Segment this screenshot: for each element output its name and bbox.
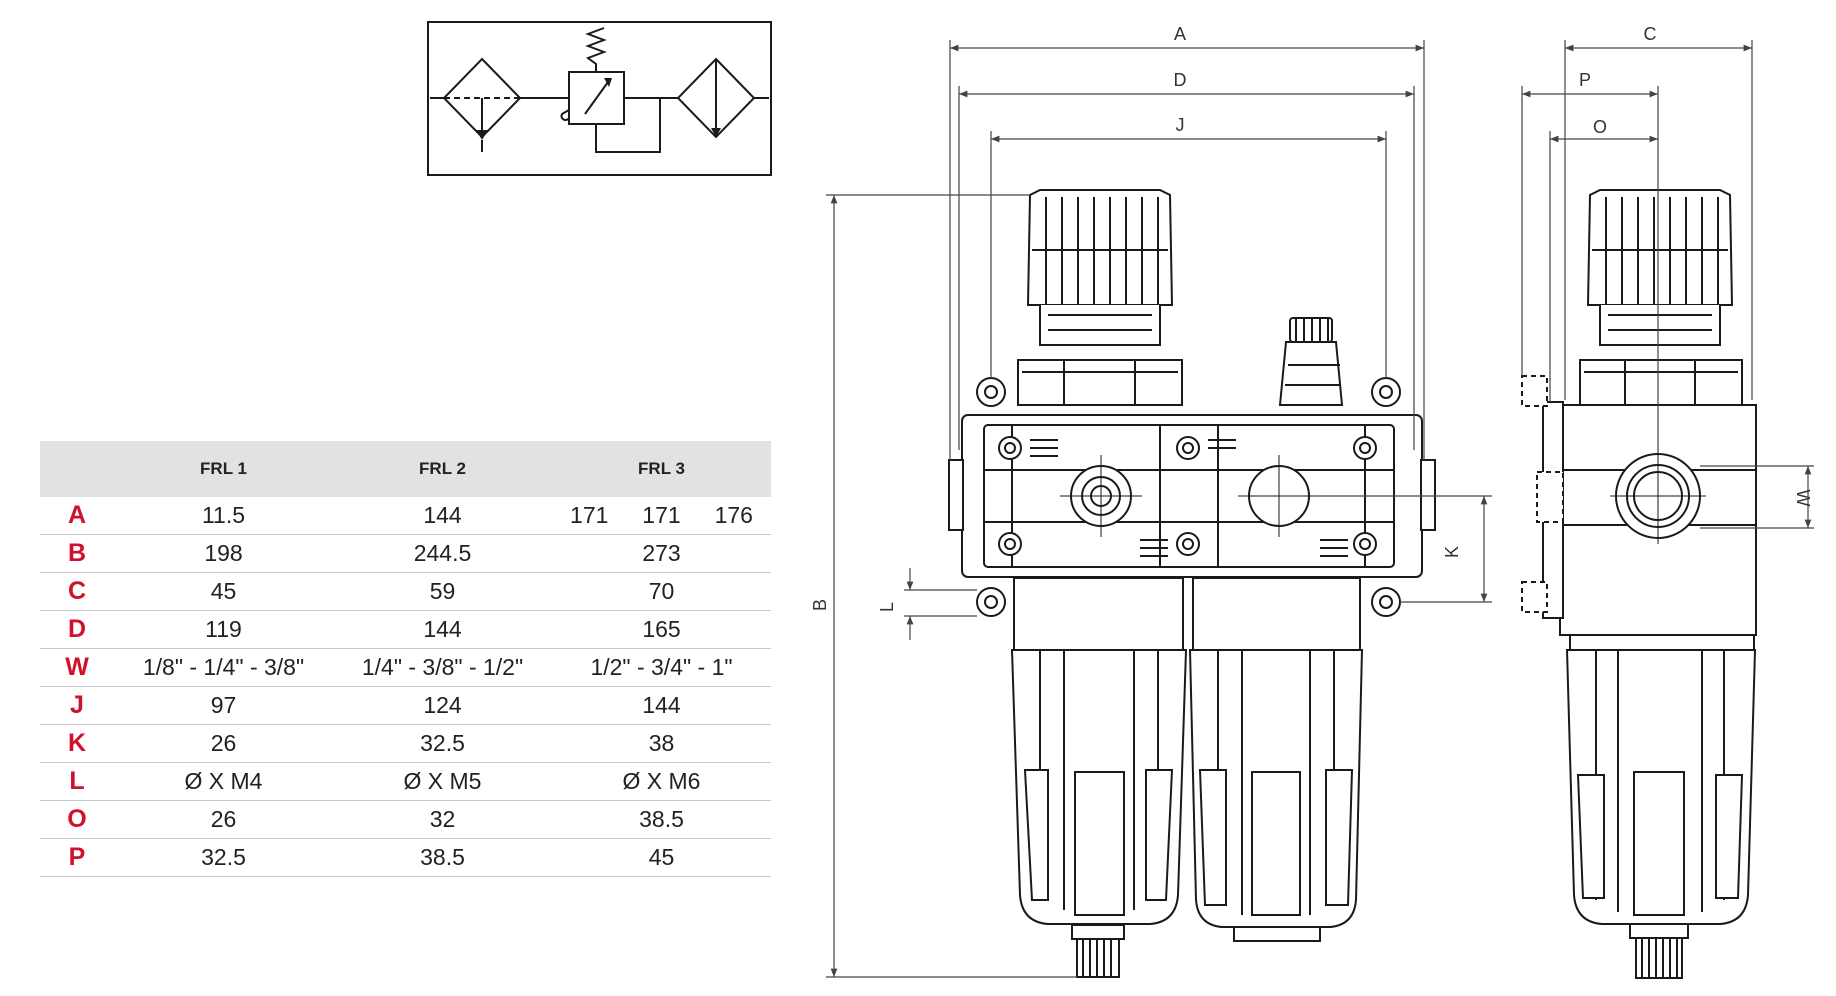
row-key: K	[40, 724, 114, 763]
cell-frl2: 32	[333, 800, 552, 839]
cell-frl2: Ø X M5	[333, 762, 552, 801]
cell-frl1: 32.5	[114, 838, 333, 877]
cell-frl3: 1/2" - 3/4" - 1"	[552, 648, 771, 687]
row-key: P	[40, 838, 114, 877]
cell-frl3: Ø X M6	[552, 762, 771, 801]
mount-hole-icon	[976, 377, 1006, 407]
lubricator-dome-icon	[1278, 317, 1344, 406]
filter-symbol-icon	[442, 57, 522, 152]
label-o: O	[1593, 117, 1607, 137]
cell-frl1: 26	[114, 800, 333, 839]
cell-frl3: 45	[552, 838, 771, 877]
row-key: B	[40, 534, 114, 573]
cell-frl2: 32.5	[333, 724, 552, 763]
table-header: FRL 1 FRL 2 FRL 3	[40, 441, 771, 497]
cell-frl3: 38	[552, 724, 771, 763]
cell-frl2: 59	[333, 572, 552, 611]
cell-frl1: 119	[114, 610, 333, 649]
manifold-body-icon	[948, 414, 1436, 578]
cell-frl3: 144	[552, 686, 771, 725]
mount-hole-icon	[1371, 377, 1401, 407]
cell-frl1: 1/8" - 1/4" - 3/8"	[114, 648, 333, 687]
label-w: W	[1793, 490, 1813, 507]
label-j: J	[1176, 115, 1185, 135]
row-key: D	[40, 610, 114, 649]
label-b: B	[810, 599, 830, 611]
side-bowl-icon	[1565, 649, 1757, 979]
row-key: C	[40, 572, 114, 611]
header-frl2: FRL 2	[333, 441, 552, 497]
filter-bowl-icon	[1010, 577, 1188, 978]
cell-variant: 176	[714, 502, 753, 528]
label-c: C	[1644, 24, 1657, 44]
label-k: K	[1442, 546, 1462, 558]
label-l: L	[877, 602, 897, 612]
lubricator-symbol-icon	[676, 57, 756, 139]
cell-frl2: 144	[333, 610, 552, 649]
cell-frl1: 45	[114, 572, 333, 611]
lubricator-bowl-icon	[1188, 577, 1364, 942]
cell-frl3: 70	[552, 572, 771, 611]
cell-frl3: 171 171 176	[552, 497, 771, 535]
cell-variant: 171	[570, 502, 609, 528]
cell-variant: 171	[642, 502, 681, 528]
cell-frl3: 38.5	[552, 800, 771, 839]
side-view	[1521, 189, 1757, 979]
dimension-lines	[826, 40, 1814, 978]
front-view	[948, 189, 1436, 978]
row-key: J	[40, 686, 114, 725]
row-key: O	[40, 800, 114, 839]
row-key: A	[40, 497, 114, 535]
cell-frl2: 144	[333, 497, 552, 535]
cell-frl1: 11.5	[114, 497, 333, 535]
header-frl3: FRL 3	[552, 441, 771, 497]
cell-frl1: 26	[114, 724, 333, 763]
row-key: L	[40, 762, 114, 801]
label-a: A	[1174, 24, 1186, 44]
regulator-symbol-icon	[560, 27, 661, 153]
label-p: P	[1579, 70, 1591, 90]
header-frl1: FRL 1	[114, 441, 333, 497]
mount-hole-icon	[976, 587, 1006, 617]
cell-frl1: 97	[114, 686, 333, 725]
cell-frl2: 38.5	[333, 838, 552, 877]
cell-frl2: 1/4" - 3/8" - 1/2"	[333, 648, 552, 687]
cell-frl3: 273	[552, 534, 771, 573]
symbol-frame	[427, 21, 772, 176]
mount-hole-icon	[1371, 587, 1401, 617]
cell-frl2: 244.5	[333, 534, 552, 573]
side-knob-icon	[1579, 189, 1743, 406]
cell-frl2: 124	[333, 686, 552, 725]
label-d: D	[1174, 70, 1187, 90]
header-key	[40, 441, 114, 497]
cell-frl3: 165	[552, 610, 771, 649]
regulator-knob-icon	[1017, 189, 1183, 406]
side-body-icon	[1521, 375, 1757, 651]
row-key: W	[40, 648, 114, 687]
cell-frl1: 198	[114, 534, 333, 573]
cell-frl1: Ø X M4	[114, 762, 333, 801]
